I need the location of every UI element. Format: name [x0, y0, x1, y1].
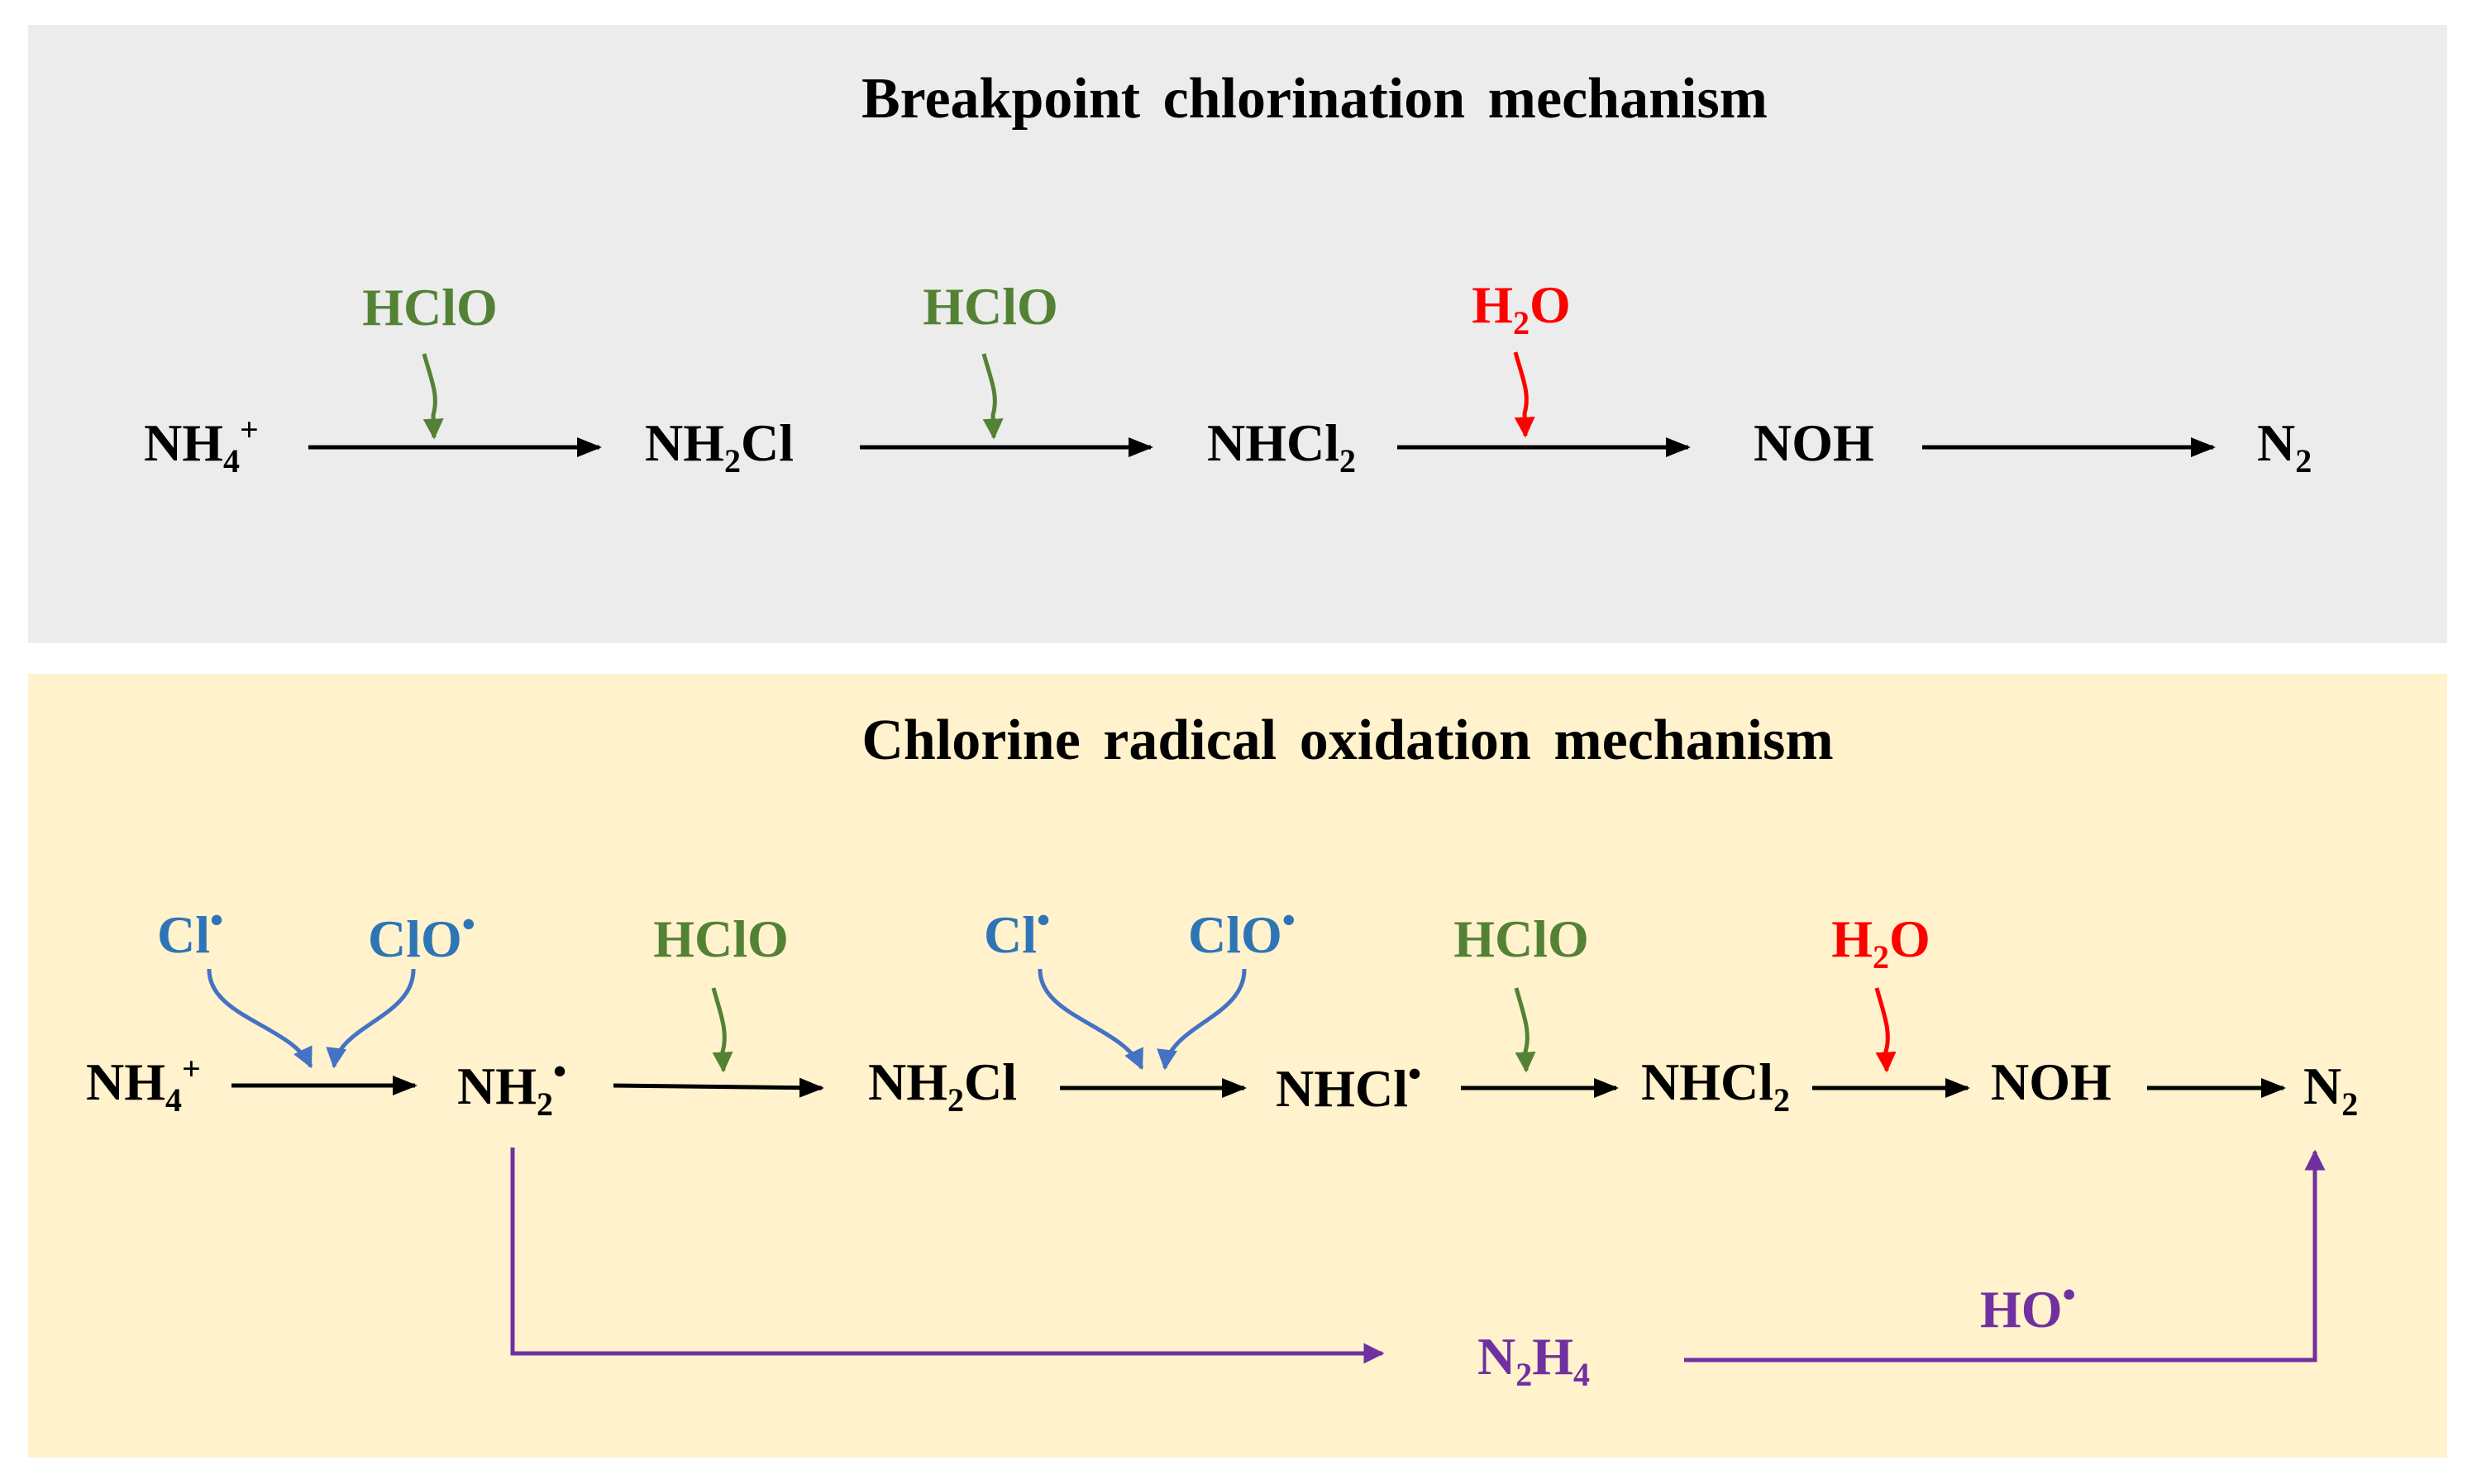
- bp-reagent-arrow-3: [1513, 351, 1535, 438]
- rad-reagent-cl-radical-2: Cl•: [984, 899, 1050, 964]
- formula-base: NH: [457, 1057, 537, 1115]
- formula-base: NHCl: [1276, 1059, 1408, 1118]
- rad-hclo-arrow-2: [1514, 987, 1536, 1073]
- radical-dot: •: [1282, 899, 1296, 941]
- formula-base: NH: [86, 1052, 165, 1111]
- rad-species-nh2-radical: NH2•: [457, 1050, 566, 1123]
- rad-species-nhcl2: NHCl2: [1641, 1052, 1790, 1119]
- formula-subscript: 2: [724, 442, 741, 480]
- radical-title: Chlorine radical oxidation mechanism: [861, 709, 1833, 772]
- rad-species-nhcl-radical: NHCl•: [1276, 1052, 1421, 1118]
- formula-base: NOH: [1991, 1052, 2112, 1111]
- radical-dot: •: [1037, 899, 1050, 941]
- breakpoint-panel: [28, 25, 2447, 643]
- bp-species-nh4: NH4+: [144, 411, 259, 480]
- formula-subscript: 2: [1513, 304, 1529, 341]
- formula-base: NHCl: [1641, 1052, 1773, 1111]
- rad-species-nh4: NH4+: [86, 1050, 201, 1119]
- rad-reagent-hclo-1: HClO: [653, 909, 789, 968]
- rad-arrow-2: [613, 1077, 824, 1098]
- rad-reagent-cl-radical-1: Cl•: [157, 899, 223, 964]
- radical-dot: •: [553, 1050, 566, 1092]
- formula-subscript: 2: [1773, 1081, 1790, 1119]
- rad-species-noh: NOH: [1991, 1052, 2112, 1111]
- rad-hclo-arrow-1: [711, 987, 733, 1073]
- rad-intermediate-n2h4: N2H4: [1477, 1327, 1590, 1393]
- formula-base: N: [2303, 1057, 2341, 1115]
- formula-tail: H: [1532, 1327, 1573, 1386]
- bp-species-noh: NOH: [1754, 413, 1874, 472]
- bp-reagent-hclo-2: HClO: [923, 277, 1058, 336]
- formula-text: HClO: [653, 909, 789, 968]
- formula-text: HClO: [362, 278, 498, 336]
- rad-reagent-clo-radical-1: ClO•: [368, 903, 475, 968]
- bp-species-nhcl2: NHCl2: [1207, 413, 1356, 480]
- formula-subscript: 2: [1515, 1356, 1532, 1393]
- formula-subscript: 2: [537, 1086, 553, 1123]
- formula-subscript: 4: [165, 1081, 182, 1119]
- formula-base: NH: [868, 1052, 947, 1111]
- formula-superscript: +: [182, 1050, 201, 1087]
- formula-base: Cl: [157, 905, 210, 964]
- formula-subscript: 4: [1573, 1356, 1590, 1393]
- rad-reagent-hclo-2: HClO: [1453, 909, 1589, 968]
- breakpoint-species-layer: NH4+ NH2Cl NHCl2 NOH N2: [144, 411, 2312, 480]
- formula-subscript: 2: [1339, 442, 1356, 480]
- formula-base: NH: [645, 413, 724, 472]
- formula-base: H: [1472, 275, 1513, 334]
- radical-species-layer: NH4+ NH2• NH2Cl NHCl• NHCl2 NOH N2: [86, 1050, 2358, 1123]
- formula-text: HClO: [1453, 909, 1589, 968]
- rad-cl-arrow-2: [1038, 968, 1144, 1071]
- formula-tail: O: [1529, 275, 1571, 334]
- rad-species-n2: N2: [2303, 1057, 2358, 1123]
- breakpoint-title: Breakpoint chlorination mechanism: [861, 67, 1768, 131]
- formula-tail: Cl: [741, 413, 794, 472]
- formula-tail: O: [1889, 909, 1930, 968]
- radical-dot: •: [462, 903, 475, 945]
- radical-reagent-layer: Cl• ClO• HClO Cl• ClO• HClO H2O: [157, 899, 1930, 976]
- radical-dot: •: [2063, 1273, 2076, 1315]
- formula-base: N: [1477, 1327, 1515, 1386]
- bp-species-n2: N2: [2257, 413, 2312, 480]
- bp-species-nh2cl: NH2Cl: [645, 413, 794, 480]
- bp-reagent-hclo-1: HClO: [362, 278, 498, 336]
- radical-arrows: [231, 1076, 2286, 1098]
- formula-subscript: 2: [947, 1081, 964, 1119]
- formula-base: ClO: [368, 909, 462, 968]
- formula-base: Cl: [984, 905, 1037, 964]
- radical-dot: •: [210, 899, 223, 941]
- formula-subscript: 2: [1873, 938, 1889, 976]
- rad-species-nh2cl: NH2Cl: [868, 1052, 1017, 1119]
- formula-superscript: +: [240, 411, 259, 448]
- formula-base: H: [1831, 909, 1873, 968]
- rad-reagent-clo-radical-2: ClO•: [1188, 899, 1296, 964]
- bp-reagent-h2o: H2O: [1472, 275, 1571, 341]
- formula-base: N: [2257, 413, 2295, 472]
- formula-base: NOH: [1754, 413, 1874, 472]
- formula-subscript: 2: [2341, 1086, 2358, 1123]
- formula-base: ClO: [1188, 905, 1282, 964]
- bp-reagent-arrow-2: [981, 353, 1004, 440]
- formula-text: HClO: [923, 277, 1058, 336]
- formula-base: NHCl: [1207, 413, 1339, 472]
- rad-clo-arrow-2: [1157, 968, 1247, 1071]
- rad-cl-arrow-1: [207, 968, 313, 1069]
- formula-tail: Cl: [964, 1052, 1017, 1111]
- rad-side-path-out: [510, 1148, 1385, 1364]
- rad-reagent-ho-radical: HO•: [1980, 1273, 2076, 1338]
- formula-base: NH: [144, 413, 223, 472]
- formula-base: HO: [1980, 1280, 2063, 1338]
- formula-subscript: 4: [223, 442, 240, 480]
- rad-reagent-h2o: H2O: [1831, 909, 1930, 976]
- rad-side-path-return: [1684, 1149, 2326, 1362]
- rad-h2o-arrow: [1874, 987, 1897, 1073]
- bp-reagent-arrow-1: [422, 353, 444, 440]
- radical-panel: [28, 674, 2447, 1458]
- radical-dot: •: [1408, 1052, 1421, 1095]
- rad-clo-arrow-1: [326, 968, 416, 1069]
- formula-subscript: 2: [2295, 442, 2312, 480]
- breakpoint-reagent-layer: HClO HClO H2O: [362, 275, 1571, 341]
